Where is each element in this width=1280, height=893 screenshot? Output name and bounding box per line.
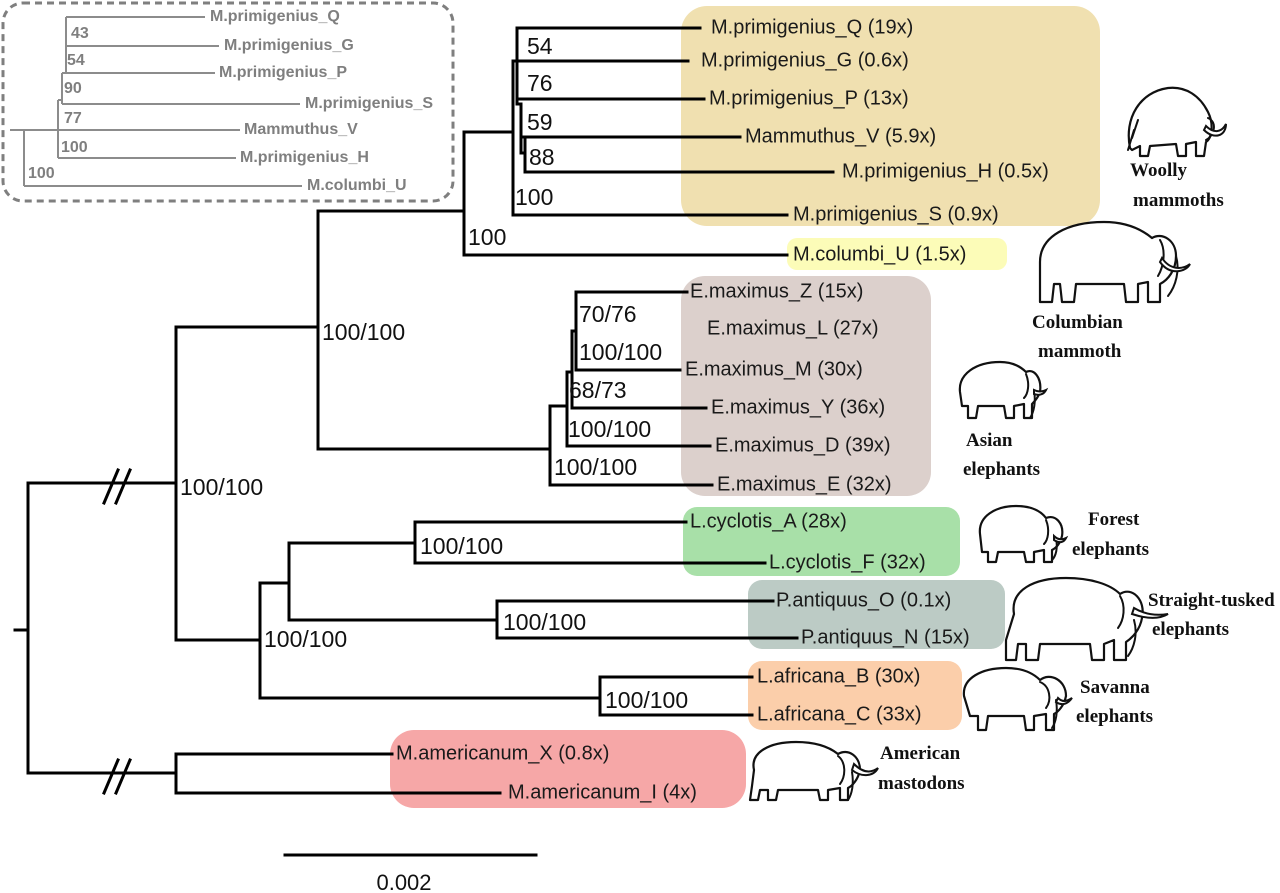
tip-label: P.antiquus_O (0.1x) bbox=[776, 589, 951, 611]
inset-tip-label: Mammuthus_V bbox=[244, 121, 358, 138]
support-value: 100/100 bbox=[568, 416, 651, 442]
clade-caption: Savanna bbox=[1080, 677, 1150, 698]
support-value: 59 bbox=[527, 109, 553, 135]
clade-caption: mastodons bbox=[878, 773, 965, 794]
columbian-mammoth-icon bbox=[1038, 220, 1191, 304]
inset-tip-label: M.primigenius_P bbox=[219, 64, 347, 81]
clade-caption: elephants bbox=[1072, 539, 1149, 560]
scale-bar-label: 0.002 bbox=[376, 870, 431, 893]
inset-tip-label: M.primigenius_S bbox=[305, 95, 433, 112]
support-value: 88 bbox=[529, 144, 555, 170]
inset-support-value: 90 bbox=[64, 80, 82, 97]
support-value: 68/73 bbox=[569, 377, 627, 403]
branch-break-marks bbox=[102, 468, 132, 795]
tip-label: M.columbi_U (1.5x) bbox=[793, 243, 966, 265]
clade-caption: Asian bbox=[966, 430, 1013, 451]
clade-caption: Straight-tusked bbox=[1148, 590, 1275, 611]
columbian-mammoth-highlight bbox=[787, 238, 1007, 270]
clade-caption: Woolly bbox=[1130, 160, 1188, 181]
clade-caption: elephants bbox=[1152, 619, 1229, 640]
tip-label: E.maximus_E (32x) bbox=[717, 473, 892, 495]
inset-support-value: 43 bbox=[71, 25, 89, 42]
tip-label: Mammuthus_V (5.9x) bbox=[745, 125, 936, 147]
forest-elephant-icon bbox=[978, 504, 1069, 564]
tip-label: E.maximus_Y (36x) bbox=[711, 396, 885, 418]
savanna-elephant-highlight bbox=[748, 661, 962, 730]
tip-label: L.africana_B (30x) bbox=[757, 665, 920, 687]
tip-label: M.primigenius_Q (19x) bbox=[711, 16, 913, 38]
asian-elephant-highlight bbox=[681, 276, 931, 496]
inset-tip-label: M.primigenius_Q bbox=[210, 8, 340, 25]
tip-label: M.primigenius_H (0.5x) bbox=[842, 160, 1049, 182]
tip-label: M.primigenius_S (0.9x) bbox=[793, 203, 999, 225]
inset-tip-label: M.primigenius_G bbox=[224, 37, 354, 54]
tip-label: L.cyclotis_A (28x) bbox=[690, 510, 847, 532]
tip-label: E.maximus_L (27x) bbox=[707, 317, 879, 339]
clade-caption: American bbox=[880, 743, 961, 764]
inset-tree: M.primigenius_Q M.primigenius_G M.primig… bbox=[1, 1, 455, 203]
clade-caption: elephants bbox=[1076, 706, 1153, 727]
clade-caption: mammoths bbox=[1133, 190, 1224, 211]
forest-elephant-highlight bbox=[683, 507, 960, 576]
inset-frame bbox=[1, 1, 455, 203]
tip-label: L.cyclotis_F (32x) bbox=[769, 551, 926, 573]
asian-elephant-icon bbox=[958, 360, 1049, 420]
support-value: 100/100 bbox=[554, 454, 637, 480]
inset-support-value: 77 bbox=[64, 110, 82, 127]
support-value: 100 bbox=[468, 224, 506, 250]
clade-caption: elephants bbox=[963, 459, 1040, 480]
tree-branches bbox=[13, 26, 835, 795]
clade-caption: Columbian bbox=[1032, 312, 1123, 333]
woolly-mammoth-icon bbox=[1127, 86, 1227, 158]
tip-label: M.americanum_I (4x) bbox=[508, 781, 697, 803]
tip-label: M.primigenius_G (0.6x) bbox=[701, 49, 909, 71]
support-value: 100/100 bbox=[264, 626, 347, 652]
support-value: 100/100 bbox=[605, 687, 688, 713]
support-value: 100/100 bbox=[322, 319, 405, 345]
clade-caption: Forest bbox=[1088, 509, 1140, 530]
support-value: 76 bbox=[527, 70, 553, 96]
clade-caption: mammoth bbox=[1038, 341, 1122, 362]
support-value: 100 bbox=[515, 184, 553, 210]
tip-label: E.maximus_D (39x) bbox=[715, 434, 891, 456]
support-value: 54 bbox=[527, 33, 553, 59]
tip-label: P.antiquus_N (15x) bbox=[801, 626, 970, 648]
support-value: 100/100 bbox=[180, 474, 263, 500]
support-value: 100/100 bbox=[579, 339, 662, 365]
savanna-elephant-icon bbox=[962, 666, 1073, 732]
tip-label: L.africana_C (33x) bbox=[757, 703, 922, 725]
american-mastodon-highlight bbox=[390, 730, 746, 808]
tip-label: M.americanum_X (0.8x) bbox=[396, 742, 609, 764]
inset-support-value: 54 bbox=[67, 52, 85, 69]
straight-tusked-elephant-icon bbox=[1004, 576, 1169, 662]
straight-tusked-highlight bbox=[748, 580, 1005, 649]
inset-tip-label: M.columbi_U bbox=[307, 177, 407, 194]
support-value: 100/100 bbox=[503, 609, 586, 635]
inset-tip-label: M.primigenius_H bbox=[240, 149, 369, 166]
american-mastodon-icon bbox=[748, 740, 879, 802]
tip-label: M.primigenius_P (13x) bbox=[709, 87, 909, 109]
support-value: 70/76 bbox=[579, 301, 637, 327]
tip-label: E.maximus_M (30x) bbox=[685, 358, 863, 380]
tip-label: E.maximus_Z (15x) bbox=[690, 280, 863, 302]
inset-support-value: 100 bbox=[61, 139, 88, 156]
support-value: 100/100 bbox=[420, 533, 503, 559]
woolly-mammoth-highlight bbox=[681, 6, 1100, 226]
inset-support-value: 100 bbox=[28, 165, 55, 182]
